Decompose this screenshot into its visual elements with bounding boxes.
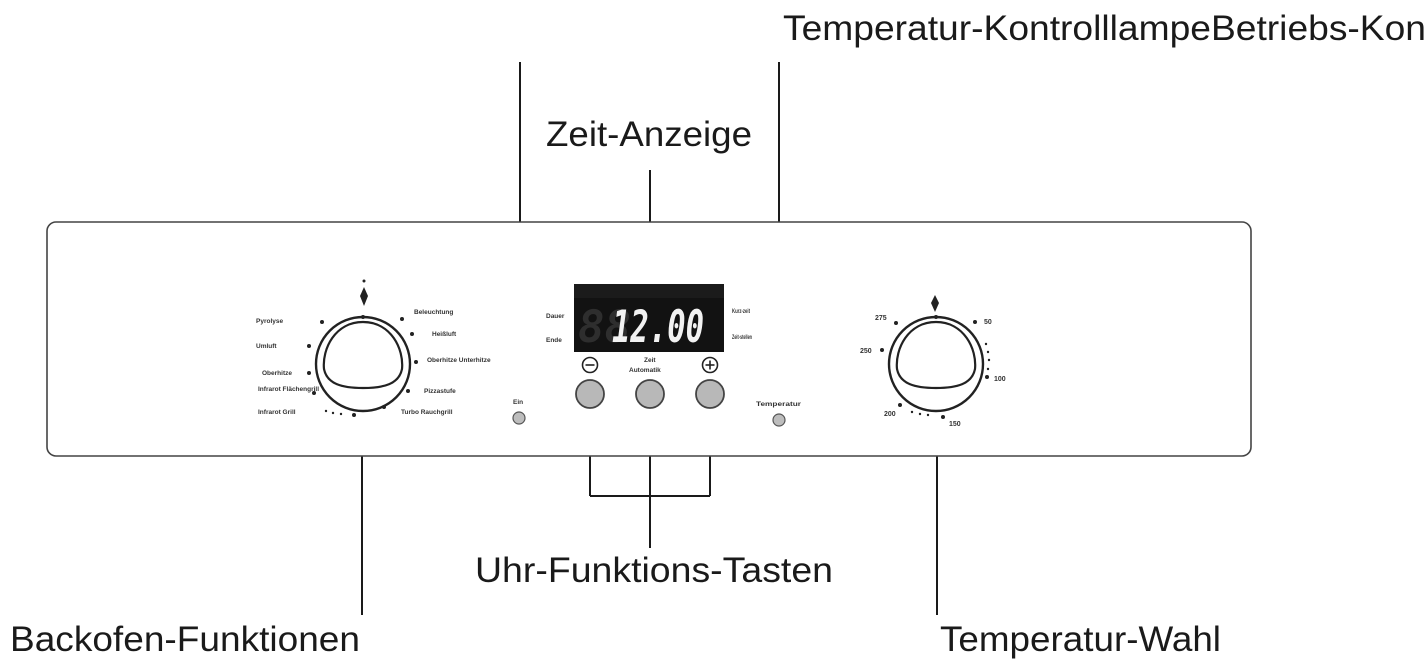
temperature-dial[interactable] bbox=[887, 295, 985, 413]
display-ghost-digits: 88 bbox=[578, 302, 631, 353]
display-label-right-bottom: Zeit-stellen bbox=[732, 334, 752, 341]
auto-label-line-2: Automatik bbox=[629, 367, 661, 374]
function-label: Oberhitze Unterhitze bbox=[427, 357, 491, 364]
display-label-left-bottom: Ende bbox=[546, 337, 562, 344]
temperature-lamp-label: Temperatur bbox=[756, 401, 802, 408]
minus-icon bbox=[581, 356, 599, 374]
function-label: Infrarot Grill bbox=[258, 409, 296, 416]
time-display-callout: Zeit-Anzeige bbox=[546, 115, 752, 154]
temp-dial-tick-dots bbox=[880, 320, 991, 419]
knob-grip bbox=[322, 320, 404, 390]
function-label: Umluft bbox=[256, 343, 277, 350]
function-label: Pyrolyse bbox=[256, 318, 283, 325]
temp-label: 250 bbox=[860, 348, 872, 355]
time-display: 88 12.00 bbox=[574, 284, 724, 353]
temp-dial-pointer-icon bbox=[931, 295, 939, 312]
function-dial-left-labels: Pyrolyse Umluft Oberhitze Infrarot Fläch… bbox=[256, 318, 319, 416]
temp-dial-labels: 50 100 150 200 250 275 bbox=[860, 315, 1006, 428]
function-label: Turbo Rauchgrill bbox=[401, 409, 453, 416]
auto-time-button[interactable] bbox=[635, 379, 665, 409]
function-label: Pizzastufe bbox=[424, 388, 456, 395]
plus-button[interactable] bbox=[695, 379, 725, 409]
oven-function-dial[interactable] bbox=[314, 279, 412, 413]
temp-knob-grip bbox=[895, 320, 977, 390]
display-time: 12.00 bbox=[612, 302, 704, 353]
function-label: Heißluft bbox=[432, 331, 457, 338]
display-label-right-top: Kurz-zeit bbox=[732, 308, 751, 315]
temp-label: 200 bbox=[884, 411, 896, 418]
auto-label-line-1: Zeit bbox=[644, 357, 656, 364]
function-label: Beleuchtung bbox=[414, 309, 453, 316]
on-lamp-label: Ein bbox=[513, 399, 523, 406]
display-label-left-top: Dauer bbox=[546, 313, 565, 320]
function-label: Oberhitze bbox=[262, 370, 292, 377]
clock-buttons-callout: Uhr-Funktions-Tasten bbox=[475, 551, 833, 590]
temperature-lamp-callout: Temperatur-KontrolllampeBetriebs-Kon bbox=[783, 9, 1426, 48]
function-dial-right-labels: Beleuchtung Heißluft Oberhitze Unterhitz… bbox=[401, 309, 491, 416]
temp-label: 150 bbox=[949, 421, 961, 428]
temp-label: 50 bbox=[984, 319, 992, 326]
minus-button[interactable] bbox=[575, 379, 605, 409]
plus-icon bbox=[701, 356, 719, 374]
temperature-select-callout: Temperatur-Wahl bbox=[940, 620, 1221, 659]
temp-label: 275 bbox=[875, 315, 887, 322]
temp-label: 100 bbox=[994, 376, 1006, 383]
oven-functions-callout: Backofen-Funktionen bbox=[10, 620, 360, 659]
function-dial-tick-dots bbox=[307, 317, 418, 417]
temperature-lamp bbox=[772, 413, 786, 427]
on-lamp bbox=[512, 411, 526, 425]
dial-pointer-icon bbox=[360, 287, 368, 306]
function-label: Infrarot Flächengrill bbox=[258, 386, 319, 393]
